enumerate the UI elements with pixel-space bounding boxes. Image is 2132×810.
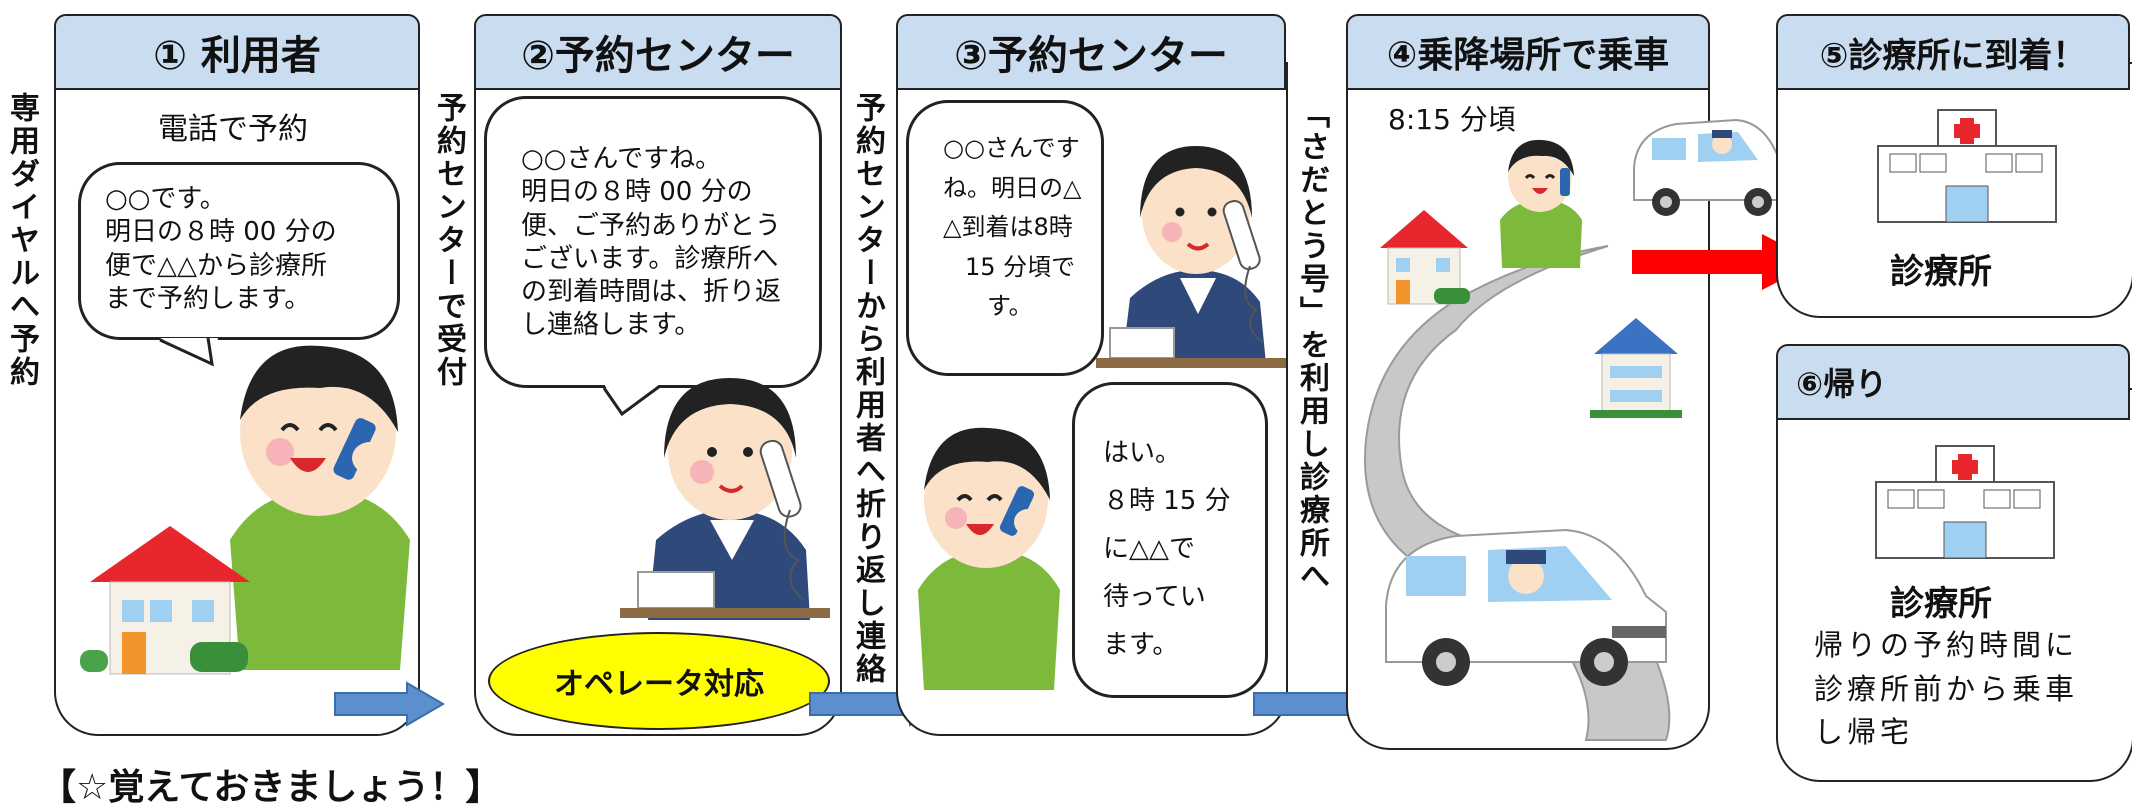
bubble-tail-icon xyxy=(602,384,661,417)
note-line: し帰宅 xyxy=(1814,715,1914,749)
bubble-line: ございます。診療所へ xyxy=(521,243,779,274)
bubble-tail-icon xyxy=(159,337,218,367)
bubble-line: 便、ご予約ありがとう xyxy=(521,210,782,241)
panel-4-title: ④乗降場所で乗車 xyxy=(1346,14,1710,90)
bubble-line: ８時 15 分 xyxy=(1103,486,1231,517)
bubble-line: 15 分頃で xyxy=(965,252,1076,281)
panel-1-caption: 電話で予約 xyxy=(158,112,308,147)
bubble-line: ○○さんです xyxy=(943,134,1080,162)
connector-text-4: 「さだとう号」を利用し診療所へ xyxy=(1294,98,1329,593)
clinic-label: 診療所 xyxy=(1890,584,1992,624)
bubble-line: ○○さんですね。 xyxy=(521,144,722,174)
panel-3-user-bubble: はい。 ８時 15 分 に△△で 待ってい ます。 xyxy=(1072,382,1268,698)
connector-text-2: 予約センターで受付 xyxy=(431,92,466,389)
bubble-line: し連絡します。 xyxy=(521,310,701,341)
bubble-line: 明日の８時 00 分の xyxy=(105,217,337,248)
red-arrow-icon xyxy=(1632,234,1816,290)
bubble-line: ○○です。 xyxy=(105,184,226,214)
panel-3-title: ③予約センター xyxy=(896,14,1286,90)
clinic-icon xyxy=(1877,109,2057,223)
note-line: 診療所前から乗車 xyxy=(1814,671,2079,706)
operator-illustration xyxy=(620,378,830,620)
bubble-line: 便で△△から診療所 xyxy=(105,250,327,281)
bubble-line: はい。 xyxy=(1103,438,1182,468)
panel-2-speech-bubble: ○○さんですね。 明日の８時 00 分の 便、ご予約ありがとう ございます。診療… xyxy=(484,96,822,388)
connector-text-3: 予約センターから利用者へ折り返し連絡 xyxy=(850,92,885,686)
note-line: 帰りの予約時間に xyxy=(1814,628,2079,662)
bus-van-large-icon xyxy=(1385,528,1667,686)
bubble-line: す。 xyxy=(987,292,1033,321)
user-on-phone-illustration xyxy=(1500,139,1582,268)
bubble-line: に△△で xyxy=(1103,534,1195,565)
user-on-phone-illustration xyxy=(230,345,410,670)
bubble-line: △到着は8時 xyxy=(943,213,1073,242)
bubble-line: ね。明日の△ xyxy=(943,173,1082,202)
flow-arrow-1-icon xyxy=(334,681,445,727)
panel-1-title: ① 利用者 xyxy=(54,14,420,90)
bubble-line: の到着時間は、折り返 xyxy=(521,277,782,308)
panel-5-title: ⑤診療所に到着！ xyxy=(1776,14,2130,90)
return-note: 帰りの予約時間に 診療所前から乗車 し帰宅 xyxy=(1814,624,2078,755)
user-on-phone-illustration xyxy=(918,427,1060,690)
bubble-line: 待ってい xyxy=(1103,582,1206,613)
bus-van-small-icon xyxy=(1633,118,1791,216)
bubble-line: 明日の８時 00 分の xyxy=(521,177,753,208)
panel-3-operator-bubble: ○○さんです ね。明日の△ △到着は8時 15 分頃で す。 xyxy=(906,100,1104,376)
panel-6-title: ⑥帰り xyxy=(1776,344,2130,420)
panel-2-title: ②予約センター xyxy=(474,14,842,90)
clinic-icon xyxy=(1875,445,2055,559)
operator-badge: オペレータ対応 xyxy=(488,632,830,730)
bubble-line: ます。 xyxy=(1103,630,1179,661)
operator-illustration xyxy=(1096,146,1286,368)
pickup-time: 8:15 分頃 xyxy=(1388,103,1516,136)
connector-text-1: 専用ダイヤルへ予約 xyxy=(4,92,39,389)
panel-1-speech-bubble: ○○です。 明日の８時 00 分の 便で△△から診療所 まで予約します。 xyxy=(78,162,400,340)
solar-house-icon xyxy=(1590,318,1682,418)
house-icon xyxy=(1380,210,1470,305)
clinic-label: 診療所 xyxy=(1890,252,1992,292)
bubble-line: まで予約します。 xyxy=(105,283,311,314)
house-icon xyxy=(80,526,250,675)
footer-heading: 【☆覚えておきましょう！】 xyxy=(40,767,502,808)
